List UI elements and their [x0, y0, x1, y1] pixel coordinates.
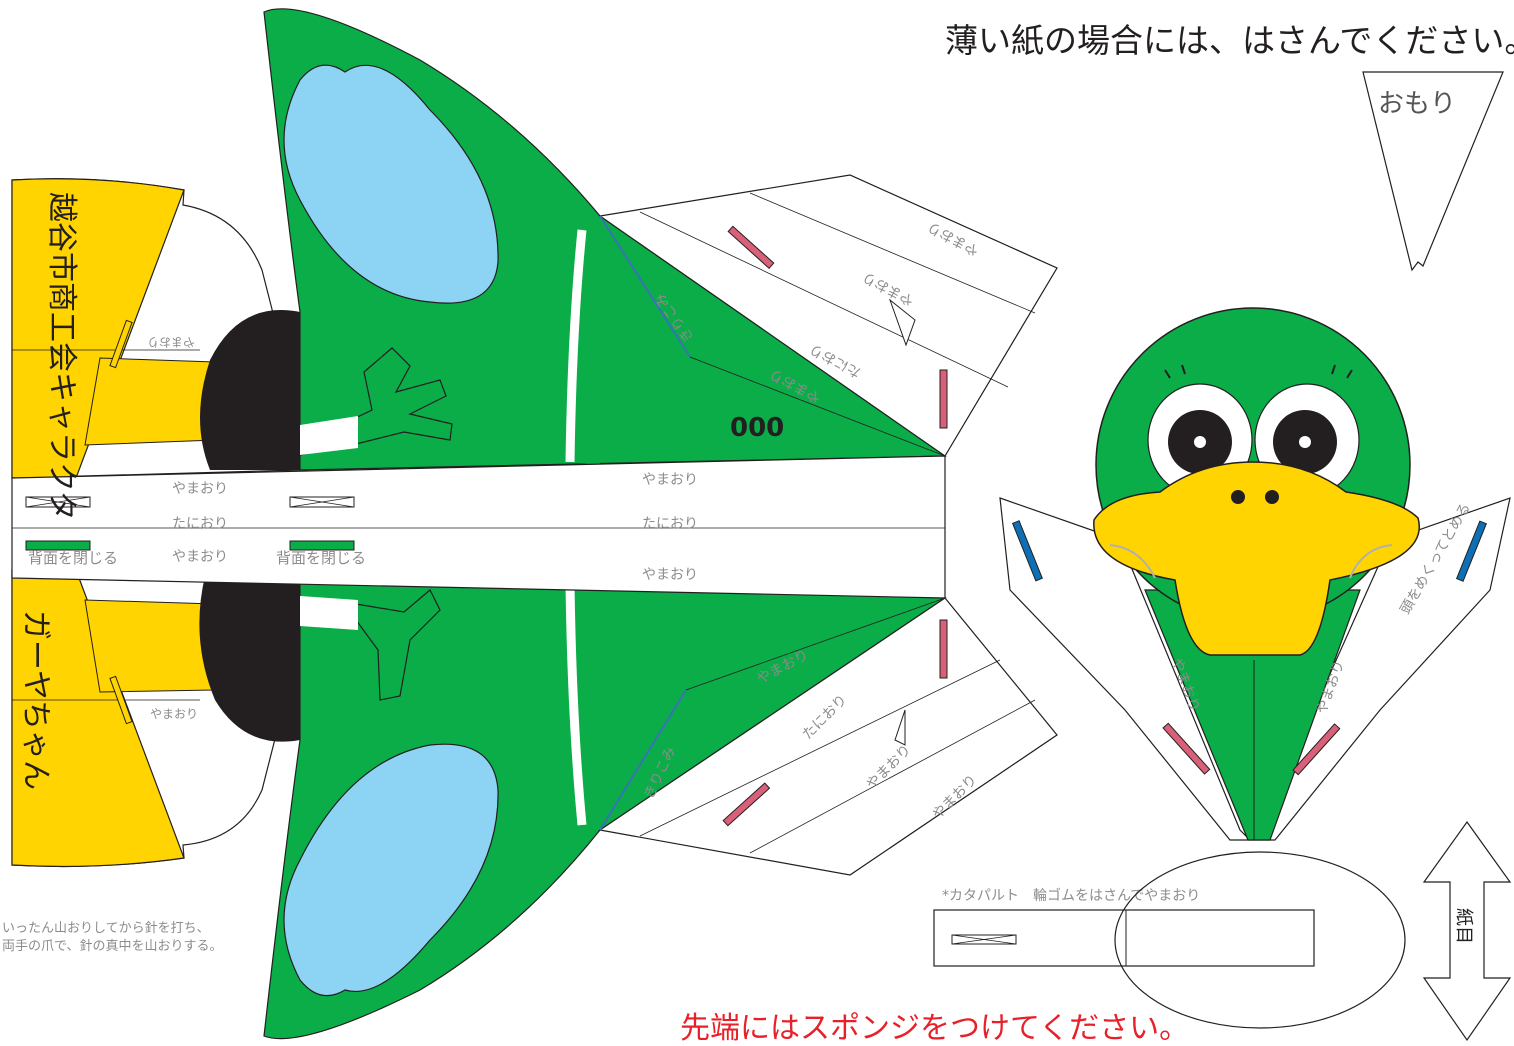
wing-text-top: 越谷市商工会キャラクタ [44, 192, 79, 521]
staple-note-line1: いったん山おりしてから針を打ち、 [2, 921, 210, 936]
wing-text-bottom: ガーヤちゃん [18, 610, 53, 790]
fuselage-strip [11, 455, 946, 599]
label-mountain-2: やまおり [172, 549, 228, 565]
catapult-piece: *カタパルト 輪ゴムをはさんでやまおり [933, 851, 1406, 1029]
body-black-bottom [199, 576, 300, 742]
label-close-back-left: 背面を閉じる [28, 549, 118, 567]
top-note: 薄い紙の場合には、はさんでください。 [945, 21, 1514, 60]
tail-fin-top [598, 174, 1058, 457]
grain-arrow: 紙目 [1422, 820, 1512, 1042]
label-mountain-3: やまおり [642, 472, 698, 488]
label-mountain-1: やまおり [172, 481, 228, 497]
catapult-label: *カタパルト 輪ゴムをはさんでやまおり [942, 887, 1200, 904]
body-black-top [200, 310, 300, 470]
body-top-half [263, 8, 947, 471]
label-valley-1: たにおり [172, 516, 228, 532]
weight-piece: おもり [1362, 71, 1504, 272]
label-wing-mountain-top: やまおり [147, 335, 195, 349]
tail-fin-bottom [598, 597, 1058, 876]
label-wing-mountain-bottom: やまおり [150, 707, 198, 721]
plane-number: 000 [730, 413, 784, 443]
head-piece [999, 307, 1511, 841]
bottom-note: 先端にはスポンジをつけてください。 [680, 1011, 1189, 1046]
body-bottom-half [263, 577, 947, 1040]
label-mountain-4: やまおり [642, 567, 698, 583]
label-valley-2: たにおり [642, 516, 698, 532]
grain-label: 紙目 [1453, 908, 1474, 944]
weight-label: おもり [1378, 89, 1456, 119]
label-close-back-right: 背面を閉じる [276, 549, 366, 567]
left-wing-top [11, 178, 301, 479]
staple-note-line2: 両手の爪で、針の真中を山おりする。 [2, 939, 222, 954]
